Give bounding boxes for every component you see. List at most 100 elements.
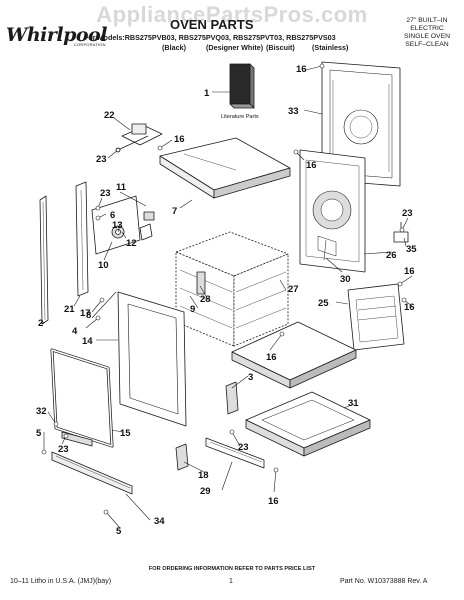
top-cover	[159, 137, 291, 199]
callout: 23	[58, 444, 69, 455]
callout: 16	[268, 496, 279, 507]
ordering-note: FOR ORDERING INFORMATION REFER TO PARTS …	[148, 566, 316, 572]
screw-icon	[53, 421, 59, 427]
screw-icon	[95, 205, 101, 211]
callout: 16	[404, 302, 415, 313]
bottom-trim	[51, 451, 133, 495]
callout: 4	[72, 326, 78, 337]
callout: 25	[318, 298, 329, 309]
callout: 16	[306, 160, 317, 171]
callout: 28	[200, 294, 211, 305]
screw-icon	[157, 145, 163, 151]
callout: 33	[288, 106, 299, 117]
callout: 1	[204, 88, 210, 99]
model-list: For Models:RBS275PVB03, RBS275PVQ03, RBS…	[84, 33, 336, 42]
screw-icon	[99, 297, 105, 303]
screw-icon	[103, 509, 109, 515]
door-lock-assembly	[115, 123, 163, 153]
callout: 21	[64, 304, 75, 315]
product-description: 27" BUILT–IN ELECTRIC SINGLE OVEN SELF–C…	[390, 17, 464, 49]
callout: 13	[112, 220, 123, 231]
callout: 11	[116, 182, 127, 193]
gasket-clip	[61, 431, 93, 447]
callout: 31	[348, 398, 359, 409]
callout: 18	[198, 470, 209, 481]
product-line-3: SELF–CLEAN	[405, 41, 449, 48]
bottom-pan	[245, 391, 371, 457]
part-number: Part No. W10373888 Rev. A	[340, 578, 428, 585]
callout: 14	[82, 336, 93, 347]
screw-icon	[95, 215, 101, 221]
oven-cavity	[175, 231, 289, 347]
callout: 23	[238, 442, 249, 453]
screw-icon	[273, 467, 279, 473]
callout: 29	[200, 486, 211, 497]
screw-icon	[41, 449, 47, 455]
color-black: (Black)	[162, 43, 186, 52]
door-gasket	[50, 348, 114, 448]
sensor-bracket	[91, 195, 155, 255]
page-title: OVEN PARTS	[170, 17, 254, 32]
litho-info: 10–11 Litho in U.S.A. (JMJ)(bay)	[10, 578, 112, 585]
callout: 16	[174, 134, 185, 145]
screw-icon	[115, 147, 121, 153]
callout: 16	[296, 64, 307, 75]
callout: 16	[404, 266, 415, 277]
callout: 9	[190, 304, 195, 315]
screw-icon	[399, 227, 405, 233]
screw-icon	[229, 429, 235, 435]
callout: 2	[38, 318, 43, 329]
color-designer-white: (Designer White)	[206, 43, 264, 52]
callout: 34	[154, 516, 165, 527]
color-biscuit: (Biscuit)	[266, 43, 295, 52]
screw-icon	[401, 297, 407, 303]
bottom-tray	[231, 321, 357, 389]
callout: 15	[120, 428, 131, 439]
callout: 22	[104, 110, 115, 121]
brand-logo-sub: CORPORATION	[74, 42, 106, 47]
screw-icon	[95, 315, 101, 321]
callout: 35	[406, 244, 417, 255]
callout: 3	[248, 372, 253, 383]
literature-parts-booklet: Literature Parts	[221, 63, 259, 120]
callout: 5	[116, 526, 122, 537]
rear-heater-plate	[299, 149, 366, 273]
screws	[41, 63, 407, 515]
door-gasket-strip	[39, 195, 49, 325]
callout: 16	[266, 352, 277, 363]
callout: 7	[172, 206, 177, 217]
callout: 5	[36, 428, 42, 439]
callout: 32	[36, 406, 47, 417]
literature-parts-label: Literature Parts	[221, 114, 259, 120]
screw-icon	[397, 281, 403, 287]
front-frame	[117, 291, 187, 427]
screw-icon	[319, 63, 325, 69]
callout: 26	[386, 250, 397, 261]
right-side-panel	[347, 283, 405, 351]
brand-logo: Whirlpool	[6, 24, 107, 46]
mounting-clip	[175, 443, 189, 471]
callout: 23	[96, 154, 107, 165]
callout: 27	[288, 284, 299, 295]
side-trim	[75, 181, 89, 297]
page-number: 1	[229, 578, 233, 585]
callout-labels: 1 16 33 22 16 23 16 7 23 11 6 13 12 10 2…	[36, 64, 417, 537]
product-line-1: 27" BUILT–IN ELECTRIC	[406, 17, 448, 32]
screw-icon	[63, 433, 69, 439]
callout: 8	[86, 310, 91, 321]
callout: 30	[340, 274, 351, 285]
screw-icon	[293, 149, 299, 155]
vent-trim	[205, 437, 265, 469]
callout: 23	[100, 188, 111, 199]
hinge-bracket	[225, 381, 239, 415]
color-stainless: (Stainless)	[312, 43, 349, 52]
screw-icon	[279, 331, 285, 337]
callout: 17	[80, 308, 91, 319]
callout: 10	[98, 260, 109, 271]
callout: 6	[110, 210, 115, 221]
callout: 23	[402, 208, 413, 219]
product-line-2: SINGLE OVEN	[403, 33, 451, 40]
callout: 12	[126, 238, 137, 249]
